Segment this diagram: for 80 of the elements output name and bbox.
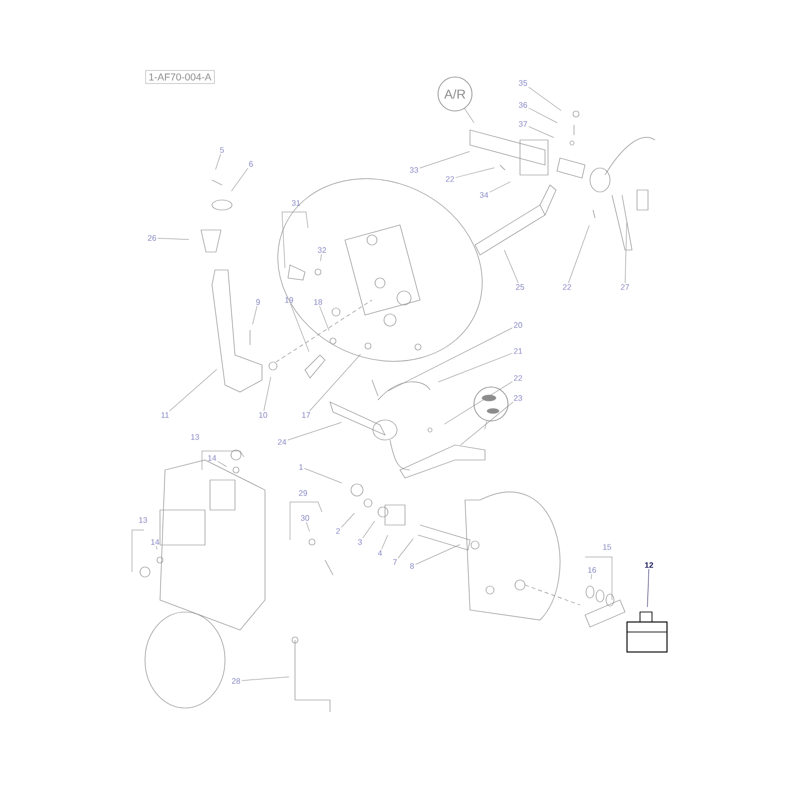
leader-line: [528, 86, 562, 111]
callout-number: 22: [446, 176, 454, 182]
leader-line: [306, 522, 310, 532]
leader-line: [647, 568, 650, 608]
callout-number: 25: [516, 284, 524, 290]
callout-number: 28: [232, 678, 240, 684]
leader-line: [341, 512, 355, 528]
leader-line: [157, 238, 190, 240]
callout-number: 22: [514, 375, 522, 381]
leader-line: [460, 402, 514, 446]
hare-tortoise-icon: [474, 386, 508, 422]
callout-number: 7: [393, 559, 397, 565]
callout-number: 31: [292, 200, 300, 206]
leader-line: [590, 574, 592, 580]
callout-number: 8: [410, 563, 414, 569]
callout-number: 24: [278, 439, 286, 445]
leader-line: [290, 304, 310, 352]
callout-number: 34: [480, 192, 488, 198]
leader-line: [624, 222, 627, 284]
callout-number: 32: [318, 247, 326, 253]
callout-number: 17: [302, 412, 310, 418]
leader-line: [252, 306, 258, 325]
callout-number: 15: [603, 544, 612, 550]
callout-number: 37: [518, 121, 528, 127]
callout-number: 26: [148, 235, 156, 241]
leader-line: [264, 376, 272, 412]
callout-number: 13: [139, 517, 148, 523]
leader-line: [319, 306, 330, 331]
leader-line: [528, 108, 558, 124]
leader-line: [362, 520, 375, 538]
leader-line: [388, 328, 513, 392]
leader-line: [215, 154, 221, 170]
leader-line: [320, 254, 322, 262]
leader-line: [568, 225, 590, 284]
leader-line: [504, 250, 519, 284]
callout-number: 30: [300, 515, 310, 521]
callout-number: 21: [514, 348, 522, 354]
part-number-box: 1-AF70-004-A: [145, 70, 215, 84]
callout-number: 23: [514, 395, 522, 401]
callout-number: 29: [298, 490, 308, 496]
leader-line: [489, 182, 510, 192]
leader-line: [438, 352, 513, 382]
callout-number: 33: [410, 167, 418, 173]
leader-line: [231, 168, 248, 192]
callout-number: 18: [314, 299, 322, 305]
leader-line: [415, 544, 460, 565]
callout-number: 12: [645, 562, 654, 568]
callout-number: 6: [249, 161, 253, 167]
callout-number: 22: [562, 284, 572, 290]
callout-number: 36: [518, 102, 528, 108]
callout-number: 11: [161, 412, 169, 418]
leader-line: [528, 126, 554, 138]
callout-number: 9: [256, 299, 260, 305]
leader-line: [381, 534, 388, 550]
leader-line: [217, 461, 227, 467]
leader-line: [455, 167, 495, 178]
callout-number: 1: [299, 464, 303, 470]
callout-number: 14: [151, 539, 160, 545]
callout-number: 14: [208, 455, 216, 461]
callout-number: 10: [259, 412, 268, 418]
leader-line: [419, 151, 470, 168]
leader-line: [156, 546, 158, 550]
callout-number: 16: [588, 567, 596, 573]
leader-line: [241, 676, 290, 681]
callout-number: 27: [620, 284, 630, 290]
leader-line: [464, 108, 474, 124]
callout-number: 3: [358, 539, 362, 545]
callout-number: 4: [378, 550, 382, 556]
leader-line: [309, 354, 361, 412]
leader-line: [287, 422, 342, 440]
leader-line: [484, 420, 488, 430]
callout-number: 2: [336, 528, 340, 534]
leader-line: [398, 538, 414, 558]
callout-number: 35: [518, 80, 528, 86]
leader-line: [304, 468, 342, 484]
callout-number: 20: [514, 322, 522, 328]
leader-line: [444, 381, 513, 424]
callout-number: 13: [191, 434, 200, 440]
callout-number: 5: [220, 147, 224, 153]
leader-line: [169, 369, 218, 412]
